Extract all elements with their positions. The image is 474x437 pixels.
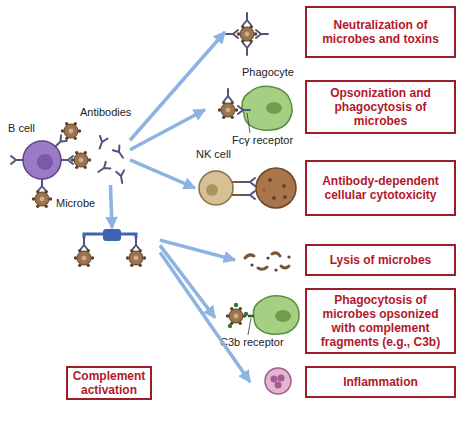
target-cell bbox=[256, 168, 296, 208]
box-text: Phagocytosis of microbes opsonized with … bbox=[313, 293, 448, 349]
complement-complex bbox=[103, 229, 121, 241]
antibody bbox=[256, 30, 268, 38]
antibody bbox=[38, 179, 46, 191]
microbe bbox=[237, 25, 257, 43]
nk-cell bbox=[199, 171, 233, 205]
cell-node: B cell bbox=[8, 122, 130, 185]
callout-label: Phagocyte bbox=[242, 66, 294, 79]
antibody bbox=[96, 136, 108, 150]
b-cell-nucleus bbox=[37, 154, 53, 170]
c3b-fragment bbox=[234, 303, 238, 307]
connector-arrow bbox=[160, 240, 235, 260]
outcome-node: Antibody-dependent cellular cytotoxicity bbox=[195, 160, 458, 216]
outcome-box: Lysis of microbes bbox=[305, 244, 456, 276]
connector-arrow bbox=[160, 252, 250, 382]
callout-label: Antibodies bbox=[80, 106, 131, 119]
c3b-fragment bbox=[244, 312, 248, 316]
microbe bbox=[74, 249, 94, 267]
nucleus-lobe bbox=[278, 375, 285, 382]
antibody bbox=[243, 178, 255, 186]
granule bbox=[262, 188, 265, 191]
fc-receptor bbox=[232, 194, 243, 196]
callout-label: NK cell bbox=[196, 148, 231, 161]
target-spot bbox=[272, 196, 276, 200]
antibody bbox=[243, 43, 251, 55]
antibody bbox=[243, 13, 251, 25]
outcome-box: Inflammation bbox=[305, 366, 456, 398]
target-spot bbox=[283, 195, 287, 199]
antibody bbox=[11, 156, 23, 164]
box-text: Neutralization of microbes and toxins bbox=[313, 18, 448, 46]
microbe bbox=[126, 249, 146, 267]
microbe bbox=[218, 101, 238, 119]
fragment-dot bbox=[250, 263, 253, 266]
antibody bbox=[238, 106, 250, 114]
fragment bbox=[258, 267, 267, 269]
nucleus-lobe bbox=[275, 382, 282, 389]
outcome-node: Lysis of microbes bbox=[235, 244, 458, 276]
fragment-dot bbox=[274, 268, 277, 271]
inflammatory-cell bbox=[265, 368, 291, 394]
connector-arrow bbox=[130, 32, 225, 140]
phagocyte-nucleus bbox=[275, 310, 291, 322]
antibody bbox=[53, 135, 67, 149]
callout-label: C3b receptor bbox=[220, 336, 284, 349]
leader-line bbox=[248, 318, 251, 335]
phagocyte bbox=[253, 296, 299, 334]
target-spot bbox=[268, 178, 272, 182]
fragment-dot bbox=[266, 256, 269, 259]
nucleus-lobe bbox=[271, 376, 278, 383]
target-spot bbox=[282, 184, 286, 188]
microbe bbox=[32, 190, 52, 208]
antibody bbox=[96, 162, 110, 175]
connector-arrow bbox=[160, 245, 215, 317]
c3b-receptor bbox=[248, 315, 254, 318]
phagocyte-nucleus bbox=[266, 102, 282, 114]
fragment bbox=[245, 255, 254, 258]
antibody bbox=[132, 238, 140, 250]
leader-line bbox=[247, 113, 250, 133]
outcome-node: Opsonization and phagocytosis of microbe… bbox=[205, 80, 458, 134]
box-text: Complement activation bbox=[73, 369, 146, 397]
antibody bbox=[116, 170, 126, 183]
lysed-microbe bbox=[245, 253, 289, 269]
antibody bbox=[243, 191, 255, 199]
outcome-node: Neutralization of microbes and toxins bbox=[225, 6, 458, 58]
antibody bbox=[226, 30, 238, 38]
cell-label: B cell bbox=[8, 122, 35, 135]
box-text: Antibody-dependent cellular cytotoxicity bbox=[313, 174, 448, 202]
box-text: Lysis of microbes bbox=[330, 253, 432, 267]
microbe bbox=[71, 151, 91, 169]
outcome-box: Opsonization and phagocytosis of microbe… bbox=[305, 80, 456, 134]
outcome-node: Inflammation bbox=[250, 366, 458, 398]
connector-arrow bbox=[110, 185, 112, 228]
outcome-box: Complement activation bbox=[66, 366, 152, 400]
nk-nucleus bbox=[206, 184, 218, 196]
outcome-box: Phagocytosis of microbes opsonized with … bbox=[305, 288, 456, 354]
callout-label: Microbe bbox=[56, 197, 95, 210]
connector-arrow bbox=[130, 110, 205, 150]
callout-label: Fcγ receptor bbox=[232, 134, 293, 147]
fragment-dot bbox=[287, 255, 290, 258]
c3b-fragment bbox=[228, 324, 232, 328]
antibody bbox=[224, 89, 232, 101]
box-text: Opsonization and phagocytosis of microbe… bbox=[313, 86, 448, 128]
fragment bbox=[281, 266, 289, 268]
outcome-box: Antibody-dependent cellular cytotoxicity bbox=[305, 160, 456, 216]
fc-receptor bbox=[232, 181, 243, 183]
fragment bbox=[272, 253, 280, 256]
phagocyte bbox=[242, 86, 292, 130]
box-text: Inflammation bbox=[343, 375, 418, 389]
outcome-box: Neutralization of microbes and toxins bbox=[305, 6, 456, 58]
microbe bbox=[226, 307, 246, 325]
outcome-node: Complement activation bbox=[60, 228, 160, 402]
antibody bbox=[80, 238, 88, 250]
microbe bbox=[61, 122, 81, 140]
connector-arrow bbox=[130, 160, 195, 188]
antibody bbox=[113, 146, 126, 160]
